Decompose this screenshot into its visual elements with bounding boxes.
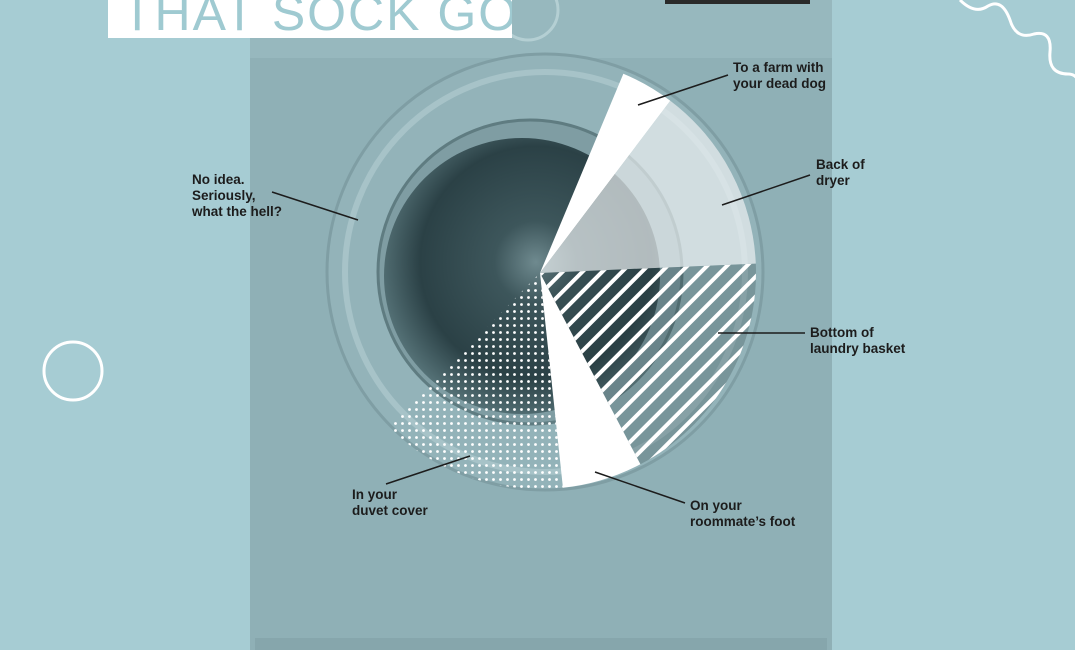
pie-slice-1: [540, 100, 756, 274]
slice-label-line: duvet cover: [352, 503, 428, 518]
pie-slice-4: [389, 273, 563, 490]
slice-label-line: Back of: [816, 157, 865, 172]
slice-label-line: In your: [352, 487, 398, 502]
pie-slice-2: [540, 263, 756, 465]
slice-label-line: On your: [690, 498, 742, 513]
slice-label-line: Seriously,: [192, 188, 256, 203]
slice-label-line: what the hell?: [192, 204, 283, 219]
page-title: THAT SOCK GO?: [122, 0, 512, 38]
slice-label-line: Bottom of: [810, 325, 874, 340]
slice-label-line: No idea.: [192, 172, 245, 187]
slice-label-line: your dead dog: [733, 76, 827, 91]
decorative-wave: [958, 0, 1075, 79]
decorative-circle: [42, 340, 104, 402]
slice-label-line: laundry basket: [810, 341, 906, 356]
pie-slice-3: [540, 273, 641, 488]
callout-line-1: [721, 174, 811, 206]
callout-line-4: [385, 455, 471, 485]
slice-label-line: roommate’s foot: [690, 514, 796, 529]
slice-label-line: dryer: [816, 173, 850, 188]
callout-line-5: [271, 191, 359, 221]
callout-line-0: [637, 74, 729, 106]
slice-label-line: To a farm with: [733, 60, 824, 75]
slice-label-5: No idea.Seriously,what the hell?: [192, 172, 282, 220]
pie-slice-0: [540, 73, 671, 273]
callout-line-3: [594, 471, 686, 504]
title-banner: THAT SOCK GO?: [108, 0, 512, 38]
callout-lines: [271, 74, 811, 504]
pie-chart: [389, 73, 756, 490]
